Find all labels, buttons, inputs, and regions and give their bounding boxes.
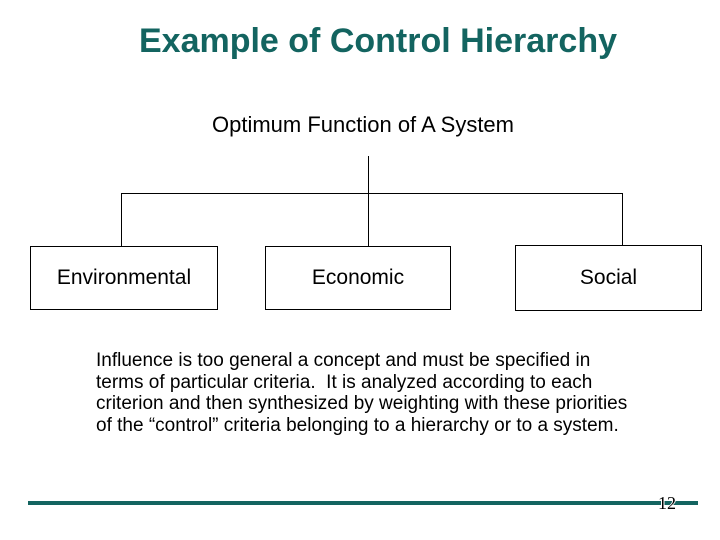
node-social: Social bbox=[515, 245, 702, 311]
paragraph-line: terms of particular criteria. It is anal… bbox=[96, 371, 593, 393]
connector-stub-center bbox=[368, 193, 369, 246]
paragraph-line: Influence is too general a concept and m… bbox=[96, 350, 591, 371]
page-number: 12 bbox=[658, 493, 676, 513]
footer-divider-line bbox=[28, 501, 698, 505]
node-environmental: Environmental bbox=[30, 246, 218, 310]
connector-horizontal-line bbox=[121, 193, 623, 194]
node-economic: Economic bbox=[265, 246, 451, 310]
node-economic-label: Economic bbox=[311, 266, 405, 289]
diagram-root-label: Optimum Function of A System bbox=[211, 112, 514, 137]
paragraph-line: of the “control” criteria belonging to a… bbox=[96, 414, 619, 436]
node-social-label: Social bbox=[579, 266, 638, 289]
node-environmental-label: Environmental bbox=[56, 266, 192, 289]
slide-title: Example of Control Hierarchy bbox=[138, 22, 617, 60]
connector-root-drop-line bbox=[368, 156, 369, 194]
connector-stub-right bbox=[622, 193, 623, 246]
body-paragraph: Influence is too general a concept and m… bbox=[96, 350, 627, 436]
paragraph-line: criterion and then synthesized by weight… bbox=[96, 393, 628, 414]
connector-stub-left bbox=[121, 193, 122, 246]
